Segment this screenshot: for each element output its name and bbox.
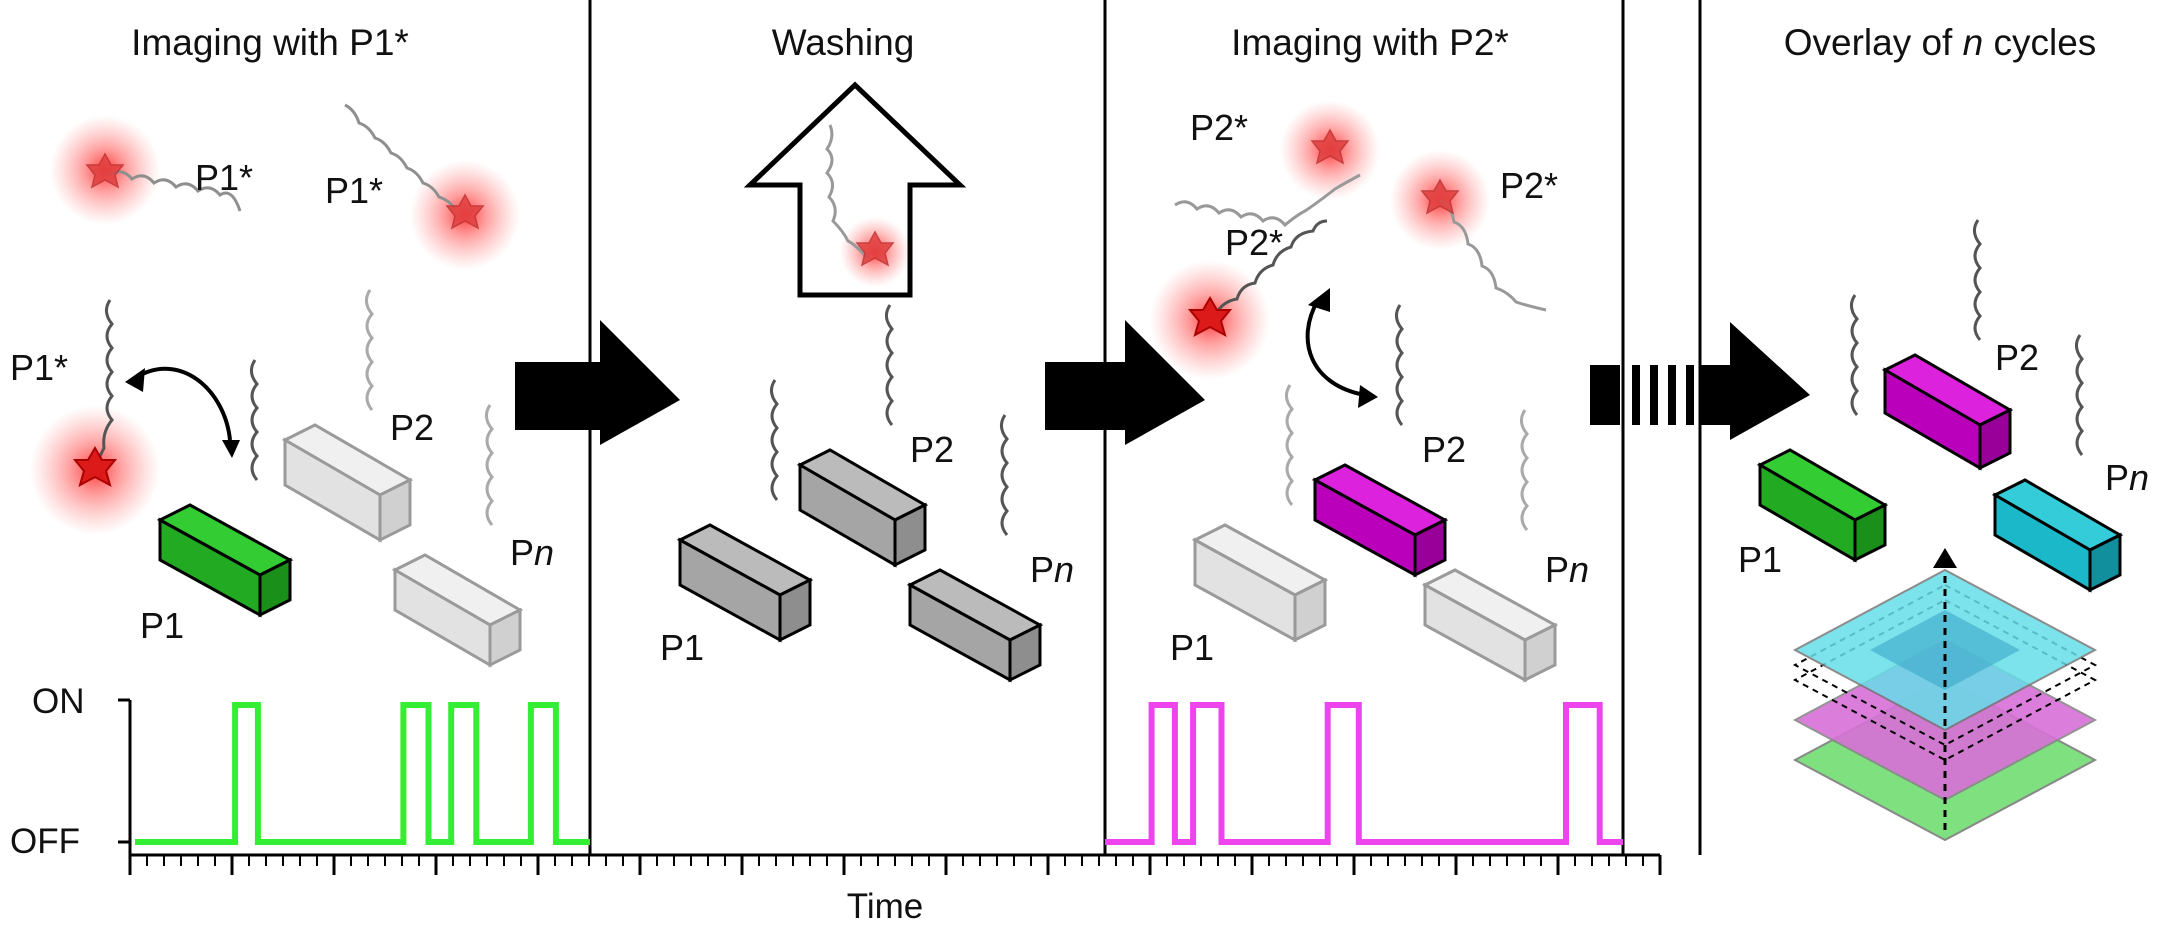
- probe-label-p2-star: P2*: [1190, 107, 1248, 148]
- probe-label-p2-star: P2*: [1500, 165, 1558, 206]
- panel-title-imaging-p1: Imaging with P1*: [131, 22, 409, 63]
- probe-label-p1-star: P1*: [325, 170, 383, 211]
- panel-title-washing: Washing: [772, 22, 915, 63]
- target-box-pn: [906, 568, 1044, 683]
- probe-label-p1-star: P1*: [195, 157, 253, 198]
- target-box-p2: [1311, 463, 1449, 578]
- target-label-p2: P2: [390, 407, 434, 448]
- process-arrow-2: [1045, 320, 1205, 445]
- target-label-pn: Pn: [1030, 549, 1074, 590]
- target-label-pn: Pn: [2105, 457, 2149, 498]
- target-label-p1: P1: [140, 605, 184, 646]
- target-label-p2: P2: [1995, 337, 2039, 378]
- free-probe-p1-a: [50, 115, 242, 225]
- target-label-p2: P2: [910, 429, 954, 470]
- target-box-p1: [156, 503, 294, 618]
- probe-label-p1-star: P1*: [10, 347, 68, 388]
- time-axis-ticks: [128, 855, 1662, 875]
- target-label-p1: P1: [660, 627, 704, 668]
- up-arrow-icon: [1933, 548, 1957, 568]
- off-label: OFF: [10, 822, 80, 861]
- target-label-pn: Pn: [1545, 549, 1589, 590]
- target-label-p1: P1: [1738, 539, 1782, 580]
- target-box-p2: [281, 423, 414, 543]
- panel-overlay: P1 P2 Pn: [1738, 219, 2149, 842]
- free-probe-p1-b: [344, 103, 520, 270]
- panel-washing: P1 P2 Pn: [660, 81, 1074, 683]
- probe-label-p2-star: P2*: [1225, 222, 1283, 263]
- target-box-pn: [1421, 568, 1559, 683]
- target-box-p2: [796, 448, 929, 568]
- time-label: Time: [847, 887, 923, 926]
- target-box-p1: [1191, 523, 1329, 643]
- process-arrow-1: [515, 320, 680, 445]
- panel-title-overlay: Overlay of n cycles: [1784, 22, 2097, 63]
- process-arrow-3: [1590, 322, 1810, 440]
- panel-imaging-p2: P2* P2* P2* P1 P2: [1150, 100, 1589, 683]
- target-box-p2: [1881, 353, 2014, 471]
- binding-double-arrow: [133, 366, 232, 441]
- overlay-layer-stack: [1792, 548, 2098, 842]
- target-box-pn: [1991, 478, 2124, 593]
- signal-plot: ON OFF Time: [10, 682, 1662, 926]
- panel-imaging-p1: P1* P1* P1* P1 P2: [10, 103, 554, 668]
- on-label: ON: [32, 682, 85, 721]
- target-box-pn: [391, 553, 524, 668]
- binding-double-arrow: [1305, 299, 1366, 397]
- target-box-p1: [676, 523, 814, 643]
- target-label-pn: Pn: [510, 532, 554, 573]
- target-label-p2: P2: [1422, 429, 1466, 470]
- target-box-p1: [1756, 448, 1889, 563]
- target-label-p1: P1: [1170, 627, 1214, 668]
- signal-trace-p2: [1105, 702, 1623, 845]
- panel-title-imaging-p2: Imaging with P2*: [1231, 22, 1509, 63]
- probe-strand: [92, 299, 114, 469]
- signal-trace-p1: [135, 702, 590, 845]
